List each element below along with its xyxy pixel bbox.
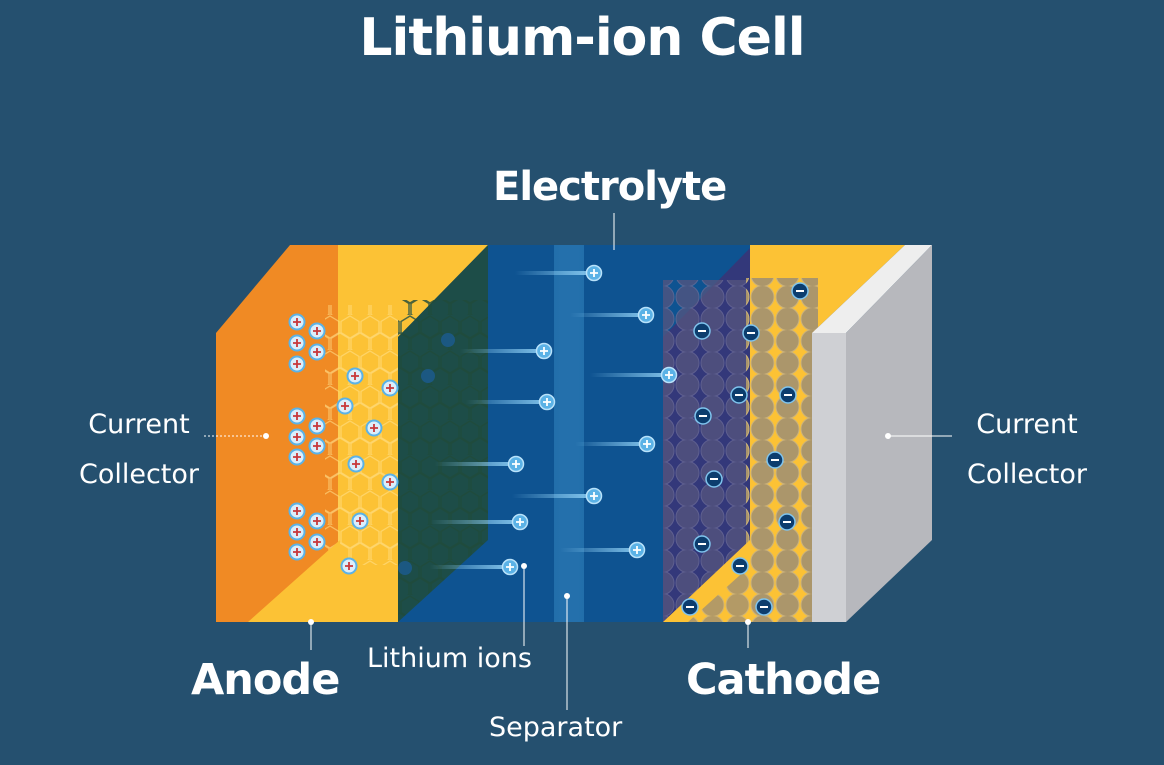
lithium-ions-group xyxy=(288,264,678,576)
lithium-ion-plus-icon xyxy=(288,448,306,466)
electron-minus-icon xyxy=(694,407,712,425)
leader-dot-icon xyxy=(564,593,570,599)
anode-bottom-face xyxy=(248,540,340,622)
electron-minus-icon xyxy=(693,535,711,553)
electron-minus-icon xyxy=(705,470,723,488)
electron-minus-icon xyxy=(693,322,711,340)
lithium-ion-plus-icon xyxy=(288,355,306,373)
cathode-label: Cathode xyxy=(686,655,881,705)
electron-minus-icon xyxy=(730,386,748,404)
lithium-ion-plus-icon xyxy=(288,523,306,541)
lithium-ion-plus-icon xyxy=(351,512,369,530)
lithium-ion-plus-icon xyxy=(535,342,553,360)
current-collector-left-line1: Current xyxy=(88,409,190,440)
electron-minus-icon xyxy=(778,513,796,531)
anode-collector xyxy=(216,245,338,622)
lithium-ion-plus-icon xyxy=(660,366,678,384)
electron-minus-icon xyxy=(766,451,784,469)
lithium-ion-plus-icon xyxy=(585,264,603,282)
lithium-ion-plus-icon xyxy=(288,334,306,352)
lithium-ion-plus-icon xyxy=(288,543,306,561)
lithium-ion-plus-icon xyxy=(336,397,354,415)
electron-minus-icon xyxy=(681,598,699,616)
lithium-ion-plus-icon xyxy=(381,473,399,491)
lithium-ion-plus-icon xyxy=(288,313,306,331)
electron-minus-icon xyxy=(791,282,809,300)
lithium-ion-plus-icon xyxy=(638,435,656,453)
leader-dot-icon xyxy=(521,563,527,569)
lithium-ion-plus-icon xyxy=(308,512,326,530)
electron-minus-icon xyxy=(779,386,797,404)
cathode-collector-top xyxy=(812,245,932,333)
current-collector-right-line1: Current xyxy=(976,409,1078,440)
diagram-title: Lithium-ion Cell xyxy=(359,8,805,68)
lithium-ion-plus-icon xyxy=(308,322,326,340)
leader-dot-icon xyxy=(885,433,891,439)
lithium-ion-plus-icon xyxy=(308,417,326,435)
current-collector-right-line2: Collector xyxy=(966,459,1088,490)
electron-minus-icon xyxy=(421,369,435,383)
electron-minus-icon xyxy=(441,333,455,347)
electron-minus-icon xyxy=(398,561,412,575)
lithium-ion-plus-icon xyxy=(288,502,306,520)
electron-minus-icon xyxy=(755,598,773,616)
ion-trails xyxy=(430,271,670,569)
cathode-collector-front xyxy=(812,333,846,622)
lithium-ion-plus-icon xyxy=(507,455,525,473)
lithium-ion-plus-icon xyxy=(340,557,358,575)
leader-lines xyxy=(204,213,952,710)
lithium-ion-plus-icon xyxy=(288,428,306,446)
lithium-ion-plus-icon xyxy=(308,343,326,361)
electrons-group xyxy=(398,282,809,616)
lithium-ion-plus-icon xyxy=(628,541,646,559)
lithium-ions-label: Lithium ions xyxy=(367,643,532,674)
electron-minus-icon xyxy=(731,557,749,575)
lithium-ion-plus-icon xyxy=(637,306,655,324)
current-collector-left-label: Current Collector xyxy=(44,400,234,500)
lithium-ion-plus-icon xyxy=(538,393,556,411)
lithium-ion-plus-icon xyxy=(346,367,364,385)
lithium-ion-plus-icon xyxy=(347,455,365,473)
anode-label: Anode xyxy=(191,655,340,705)
separator-membrane xyxy=(554,245,584,622)
lithium-ion-plus-icon xyxy=(365,419,383,437)
lithium-ion-plus-icon xyxy=(288,407,306,425)
lithium-ion-plus-icon xyxy=(501,558,519,576)
lithium-ion-plus-icon xyxy=(308,437,326,455)
current-collector-left-line2: Collector xyxy=(78,459,200,490)
lithium-ion-plus-icon xyxy=(585,487,603,505)
leader-dot-icon xyxy=(263,433,269,439)
electron-minus-icon xyxy=(742,324,760,342)
electrolyte-label: Electrolyte xyxy=(493,164,727,210)
lithium-ion-plus-icon xyxy=(511,513,529,531)
lithium-ion-plus-icon xyxy=(308,533,326,551)
separator-label: Separator xyxy=(489,712,623,743)
leader-dot-icon xyxy=(308,619,314,625)
leader-dot-icon xyxy=(745,619,751,625)
leader-dots xyxy=(263,433,891,625)
lithium-ion-plus-icon xyxy=(381,379,399,397)
current-collector-right-label: Current Collector xyxy=(932,400,1122,500)
